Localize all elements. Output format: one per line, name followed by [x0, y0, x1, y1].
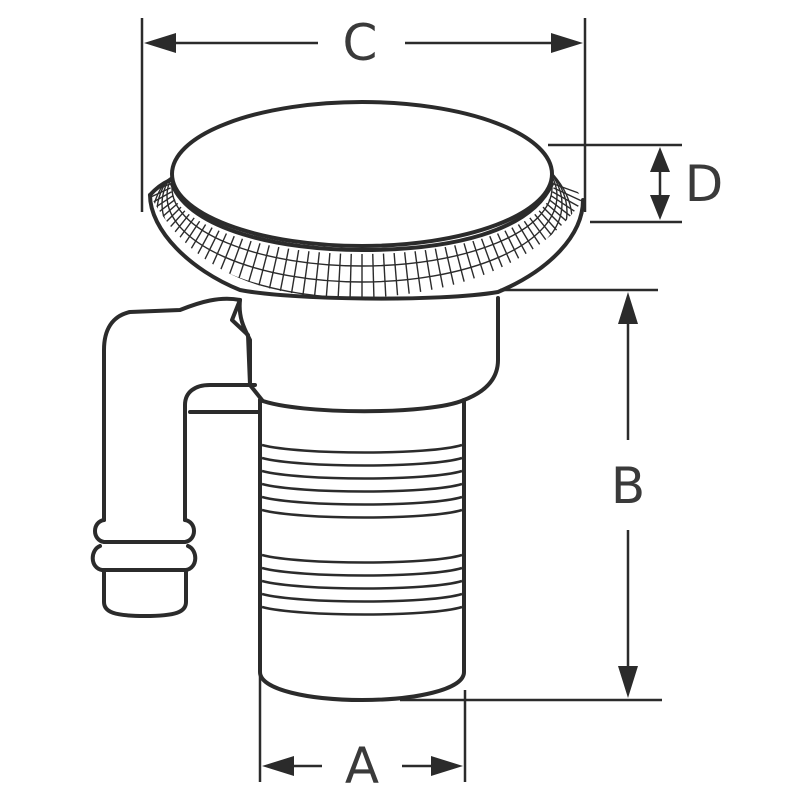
dimension-d: D: [548, 143, 724, 224]
label-b: B: [611, 457, 645, 515]
knurl-line: [550, 195, 579, 215]
knurl-ring: [166, 110, 558, 283]
label-c: C: [343, 14, 378, 72]
threaded-body: [237, 296, 500, 702]
knurl-line: [393, 252, 400, 299]
label-a: A: [345, 737, 379, 795]
dimension-c: C: [140, 14, 587, 212]
dimension-a: A: [258, 672, 467, 795]
knurl-line: [312, 252, 321, 299]
knurl-line: [382, 253, 388, 299]
knurl-line: [336, 253, 342, 299]
knurl-line: [496, 233, 518, 278]
knurl-line: [403, 252, 412, 299]
knurl-line: [197, 230, 220, 273]
knurl-line: [372, 253, 375, 299]
dimension-b: B: [400, 288, 662, 702]
label-d: D: [685, 155, 724, 213]
knurl-line: [215, 235, 235, 282]
cap: [148, 100, 585, 301]
thread-lines-lower: [261, 553, 463, 616]
knurl-line: [489, 235, 509, 282]
hose-barb-elbow: [90, 296, 260, 618]
knurl-line: [206, 233, 228, 278]
knurl-line: [504, 230, 527, 273]
cap-top: [170, 100, 554, 248]
knurl-line: [349, 253, 352, 299]
knurl-line: [150, 187, 171, 202]
knurl-line: [553, 187, 582, 202]
thread-lines-upper: [261, 443, 463, 519]
knurl-line: [324, 252, 331, 299]
